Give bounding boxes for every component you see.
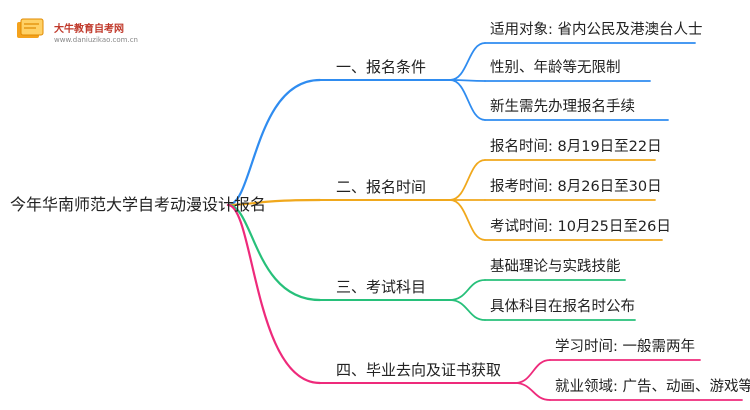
root-node: 今年华南师范大学自考动漫设计报名 xyxy=(10,195,267,214)
edge-branch-4-leaf-1 xyxy=(514,359,551,384)
edge-branch-4-leaf-2 xyxy=(514,382,551,401)
edge-root-branch-3 xyxy=(226,203,322,302)
leaf-label-2-3: 考试时间: 10月25日至26日 xyxy=(490,219,671,235)
leaf-label-4-1: 学习时间: 一般需两年 xyxy=(555,339,695,355)
book-logo-icon xyxy=(17,18,44,38)
edge-root-branch-4 xyxy=(226,203,322,385)
leaf-label-3-1: 基础理论与实践技能 xyxy=(490,259,621,275)
logo-url: www.daniuzikao.com.cn xyxy=(54,36,138,44)
edge-branch-1-leaf-3 xyxy=(449,79,486,121)
branch-label-1: 一、报名条件 xyxy=(336,58,427,76)
edge-branch-3-leaf-2 xyxy=(449,299,486,321)
leaf-label-3-2: 具体科目在报名时公布 xyxy=(490,299,635,315)
edge-root-branch-1 xyxy=(226,78,322,207)
leaf-label-1-2: 性别、年龄等无限制 xyxy=(490,60,621,76)
leaf-label-2-2: 报考时间: 8月26日至30日 xyxy=(490,179,662,195)
branch-label-4: 四、毕业去向及证书获取 xyxy=(336,361,502,379)
edge-root-branch-2 xyxy=(226,198,322,207)
leaf-label-1-3: 新生需先办理报名手续 xyxy=(490,99,635,115)
edge-branch-1-leaf-1 xyxy=(449,42,486,81)
edge-branch-2-leaf-1 xyxy=(449,159,486,201)
leaf-label-2-1: 报名时间: 8月19日至22日 xyxy=(490,139,662,155)
logo: 大牛教育自考网 www.daniuzikao.com.cn xyxy=(14,12,154,48)
edge-branch-2-leaf-3 xyxy=(449,199,486,241)
branch-label-2: 二、报名时间 xyxy=(336,178,427,196)
leaf-label-1-1: 适用对象: 省内公民及港澳台人士 xyxy=(490,22,703,38)
leaf-label-4-2: 就业领域: 广告、动画、游戏等 xyxy=(555,379,750,395)
edge-branch-3-leaf-1 xyxy=(449,279,486,301)
logo-title: 大牛教育自考网 xyxy=(54,24,124,35)
branch-label-3: 三、考试科目 xyxy=(336,278,427,296)
